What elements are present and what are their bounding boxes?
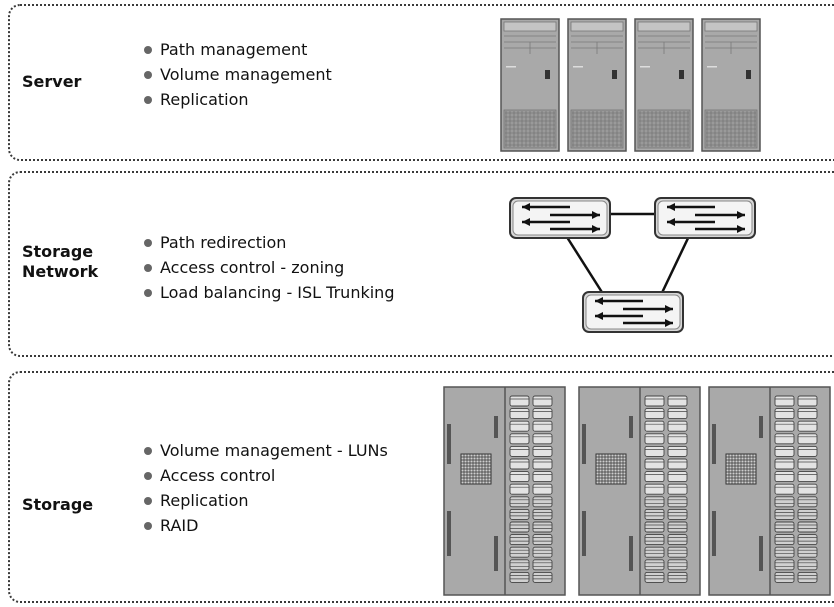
server-tower-icon [634,18,694,152]
list-item: Path redirection [144,233,394,258]
fc-switch-icon [509,197,611,239]
storage-bullet-list: Volume management - LUNs Access control … [144,441,388,541]
server-group-icon [500,18,761,152]
list-item: Access control [144,466,388,491]
storage-array-icon [443,386,566,596]
list-item: Replication [144,90,332,115]
fc-switch-icon [582,291,684,333]
server-panel [8,4,834,161]
storage-array-icon [578,386,701,596]
storage-network-label-line-2: Network [22,262,99,281]
list-item: Volume management [144,65,332,90]
storage-array-icon [708,386,831,596]
list-item: Path management [144,40,332,65]
fc-switch-icon [654,197,756,239]
server-bullet-list: Path management Volume management Replic… [144,40,332,115]
storage-network-label-line-1: Storage [22,242,94,261]
storage-panel [8,371,834,603]
server-tower-icon [500,18,560,152]
storage-network-bullet-list: Path redirection Access control - zoning… [144,233,394,308]
server-tower-icon [567,18,627,152]
list-item: Replication [144,491,388,516]
list-item: RAID [144,516,388,541]
storage-label: Storage [22,495,94,514]
switch-fabric-icon [509,197,756,333]
list-item: Load balancing - ISL Trunking [144,283,394,308]
isl-link [658,233,692,298]
storage-array-group-icon [443,386,831,596]
storage-network-label: Storage Network [22,242,98,282]
list-item: Volume management - LUNs [144,441,388,466]
isl-link [563,233,607,298]
server-tower-icon [701,18,761,152]
list-item: Access control - zoning [144,258,394,283]
storage-network-panel [8,171,834,357]
server-label: Server [22,72,82,91]
